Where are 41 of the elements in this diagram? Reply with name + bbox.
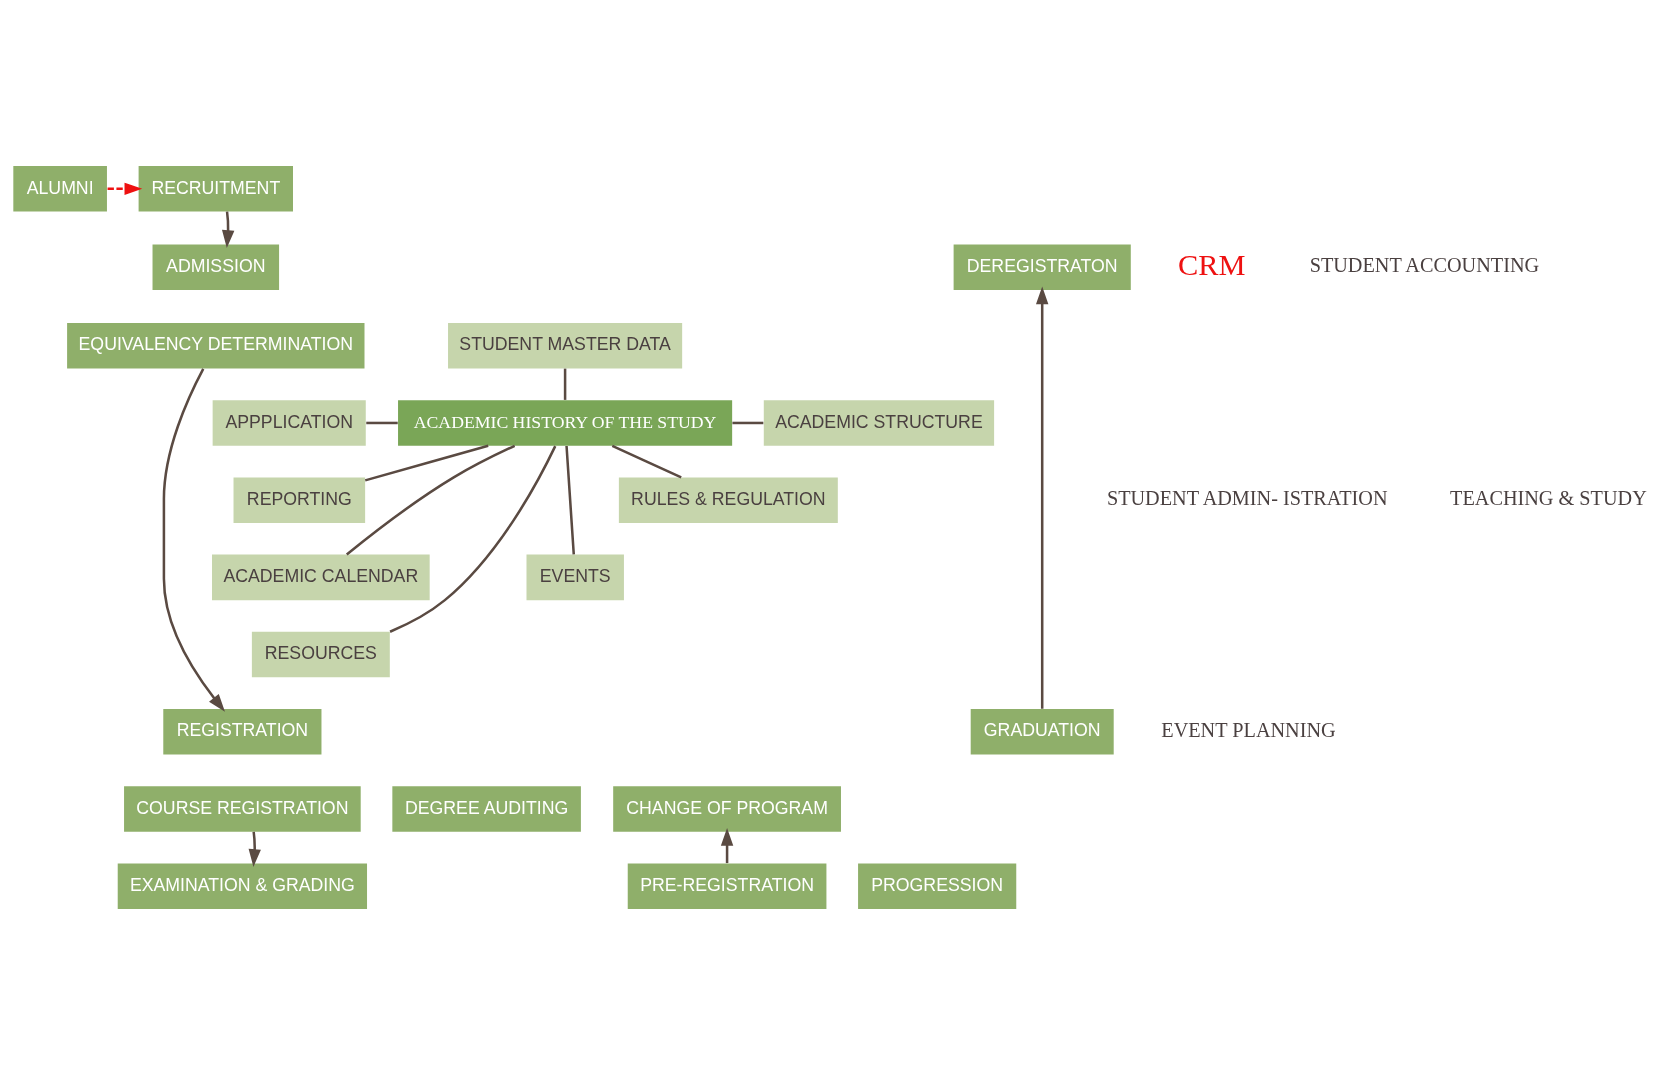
label: TEACHING & STUDY [1450, 486, 1647, 509]
node-box: ALUMNI [13, 166, 107, 212]
node-box: REPORTING [233, 477, 366, 523]
node-box: ACADEMIC STRUCTURE [763, 400, 995, 446]
node-box: PROGRESSION [858, 863, 1017, 909]
label: EVENT PLANNING [1161, 718, 1336, 741]
arrow [1036, 286, 1049, 709]
node-box: DEREGISTRATON [953, 244, 1131, 291]
arrow [107, 182, 143, 196]
node-box: RESOURCES [251, 631, 390, 678]
node-box: GRADUATION [970, 709, 1114, 755]
node-box: EQUIVALENCY DETERMINATION [67, 323, 365, 369]
node-box: COURSE REGISTRATION [124, 786, 361, 832]
arrow [720, 828, 734, 864]
label: STUDENT ACCOUNTING [1309, 254, 1540, 277]
node-box: EXAMINATION & GRADING [117, 863, 368, 909]
connector [565, 445, 576, 555]
label: STUDENT ADMIN- ISTRATION [1106, 486, 1388, 509]
connector [366, 421, 398, 425]
arrow [248, 831, 261, 867]
connector [732, 421, 764, 425]
connector [563, 368, 567, 400]
node-box: APPPLICATION [212, 400, 366, 446]
node-box: STUDENT MASTER DATA [448, 323, 683, 369]
node-box: ADMISSION [152, 244, 280, 291]
arrow [162, 368, 225, 712]
node-box: CHANGE OF PROGRAM [613, 786, 841, 832]
connector [611, 444, 682, 479]
label: CRM [1178, 248, 1246, 283]
node-box: PRE-REGISTRATION [627, 863, 827, 909]
node-box: RULES & REGULATION [618, 477, 838, 523]
connector [345, 444, 516, 556]
connector [389, 445, 557, 633]
node-box: DEGREE AUDITING [392, 786, 581, 832]
node-box: EVENTS [526, 554, 624, 601]
arrow [221, 211, 235, 248]
node-box: RECRUITMENT [138, 166, 293, 212]
node-box: ACADEMIC CALENDAR [212, 554, 430, 601]
node-box: ACADEMIC HISTORY OF THE STUDY [398, 400, 733, 446]
connector [364, 444, 489, 482]
node-box: REGISTRATION [163, 709, 322, 755]
